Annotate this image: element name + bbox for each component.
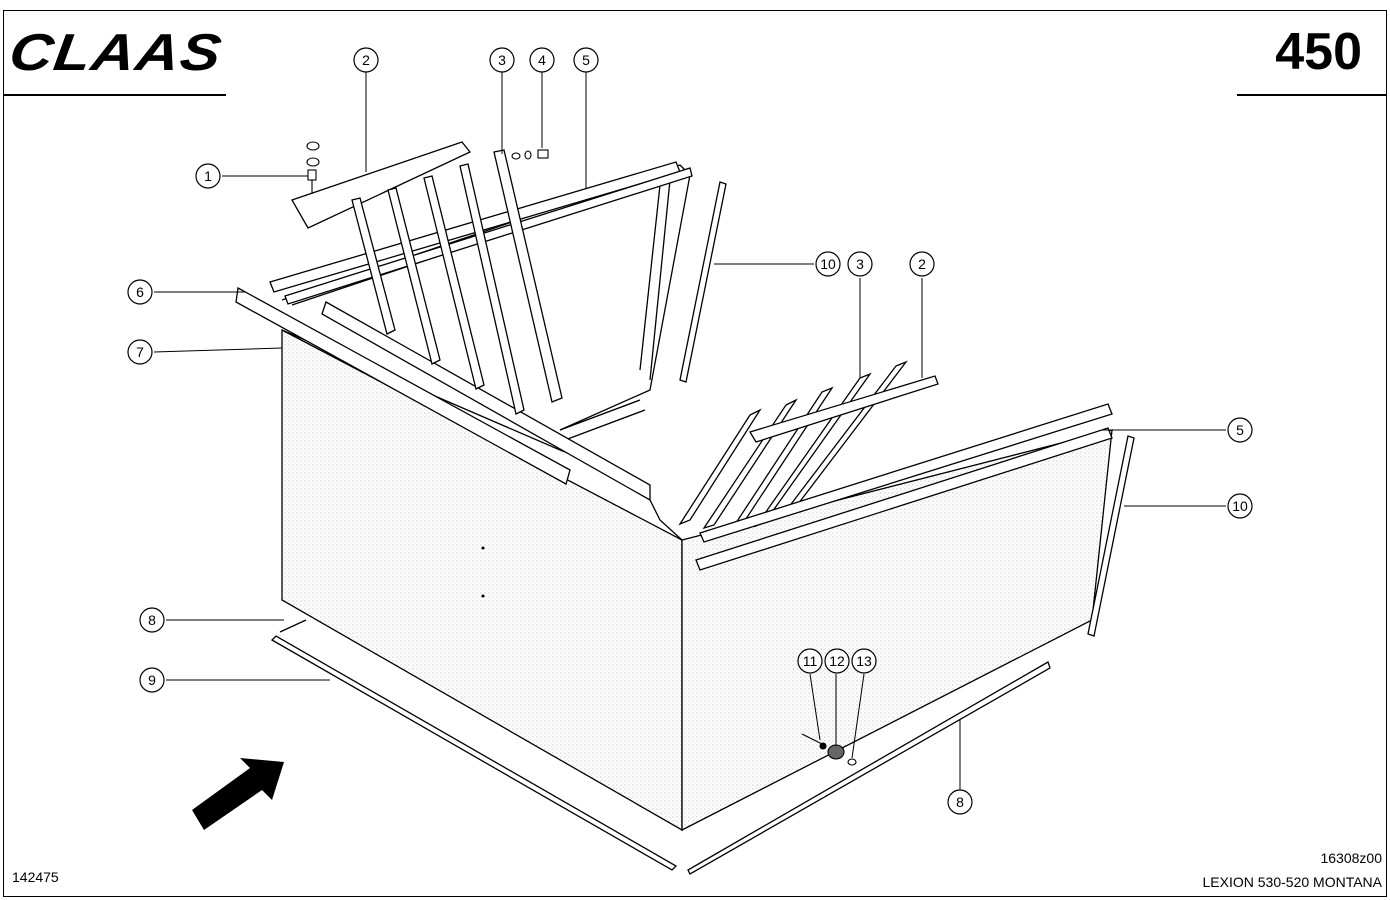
machine-model: LEXION 530-520 MONTANA [1202,874,1382,890]
callout-12: 12 [824,648,850,674]
top-bracket [291,141,472,229]
callout-7: 7 [127,339,153,365]
callout-label: 5 [582,52,590,68]
callout-label: 12 [829,653,845,669]
callout-label: 3 [498,52,506,68]
hopper-right-panel [681,429,1113,832]
top-bracket-assembly [291,141,563,415]
callout-label: 8 [148,612,156,628]
bottom-strips [270,619,1051,875]
strap-1 [351,197,396,335]
callout-label: 5 [1236,422,1244,438]
callout-11: 11 [797,648,823,674]
right-top-rails [695,403,1113,571]
callout-label: 13 [856,653,872,669]
callout-9: 9 [139,667,165,693]
callout-label: 11 [803,653,818,669]
callout-label: 3 [856,256,864,272]
callout-3-right: 3 [847,251,873,277]
callout-4: 4 [529,47,555,73]
document-number: 142475 [12,869,59,885]
callout-label: 2 [918,256,926,272]
callout-leaders [153,72,1226,790]
callout-8-left: 8 [139,607,165,633]
callout-5-top: 5 [573,47,599,73]
sealing-strips [679,181,1135,637]
callout-10-right: 10 [1227,493,1253,519]
callout-label: 8 [956,794,964,810]
strap-long [493,149,563,403]
panel-dots [481,546,485,598]
page-number-underline [1237,94,1387,96]
callout-1: 1 [195,163,221,189]
right-bracket [749,375,939,443]
strap-2 [387,187,441,365]
callout-13: 13 [851,648,877,674]
strap-3 [423,175,485,390]
callout-5-right: 5 [1227,417,1253,443]
callout-label: 6 [136,284,144,300]
callout-2-top: 2 [353,47,379,73]
callout-label: 10 [1232,498,1248,514]
callout-3-top: 3 [489,47,515,73]
logo-underline [4,94,226,96]
callout-label: 10 [820,256,836,272]
callout-label: 4 [538,52,546,68]
callout-10-top: 10 [815,251,841,277]
page-number: 450 [1275,23,1362,81]
callout-label: 1 [204,168,212,184]
callout-6: 6 [127,279,153,305]
callout-label: 2 [362,52,370,68]
callout-label: 7 [136,344,144,360]
left-front-rail [235,286,651,502]
callout-8-right: 8 [947,789,973,815]
strap-4 [459,163,525,415]
drawing-code: 16308z00 [1320,850,1382,866]
callout-2-right: 2 [909,251,935,277]
arrow-direction-icon [192,758,284,830]
callout-label: 9 [148,672,156,688]
drawing-frame [3,10,1387,897]
fasteners [306,141,549,194]
